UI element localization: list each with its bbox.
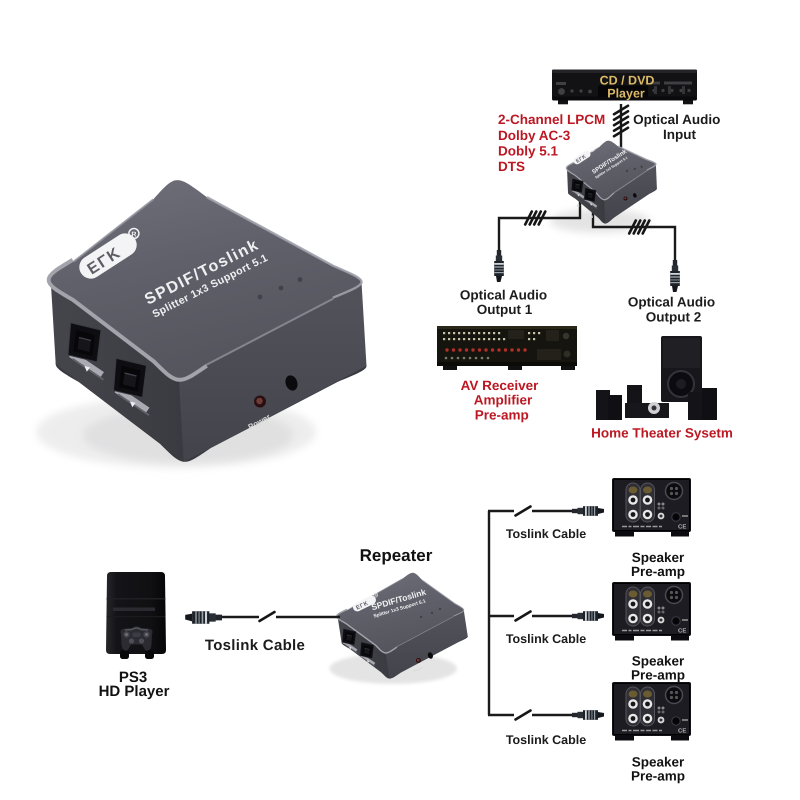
svg-text:Toslink Cable: Toslink Cable [205,637,305,654]
svg-text:AV Receiver: AV Receiver [461,378,540,393]
svg-text:Toslink Cable: Toslink Cable [506,527,586,541]
svg-text:DTS: DTS [498,159,525,174]
svg-text:Pre-amp: Pre-amp [631,564,685,579]
svg-text:Toslink Cable: Toslink Cable [506,632,586,646]
svg-text:2-Channel LPCM: 2-Channel LPCM [498,112,605,127]
svg-text:Home Theater Sysetm: Home Theater Sysetm [591,426,733,441]
svg-text:Optical Audio: Optical Audio [628,295,715,310]
svg-text:Toslink Cable: Toslink Cable [506,733,586,747]
svg-text:Speaker: Speaker [632,550,685,565]
svg-text:CD / DVD: CD / DVD [600,74,655,88]
svg-text:Speaker: Speaker [632,654,685,669]
svg-text:Amplifier: Amplifier [474,393,533,408]
svg-text:Player: Player [607,87,645,101]
svg-text:Optical Audio: Optical Audio [633,112,720,127]
svg-text:Output 2: Output 2 [646,310,702,325]
svg-text:Optical Audio: Optical Audio [460,288,547,303]
svg-text:PS3: PS3 [119,669,147,686]
svg-text:Dobly 5.1: Dobly 5.1 [498,144,559,159]
svg-text:Speaker: Speaker [632,755,685,770]
svg-text:Pre-amp: Pre-amp [631,769,685,784]
svg-text:EΓK: EΓK [575,154,588,165]
svg-text:Repeater: Repeater [360,546,433,565]
svg-text:Output 1: Output 1 [477,302,533,317]
svg-text:Dolby AC-3: Dolby AC-3 [498,128,571,143]
svg-text:Pre-amp: Pre-amp [475,408,529,423]
svg-text:HD Player: HD Player [99,683,170,700]
svg-text:Pre-amp: Pre-amp [631,668,685,683]
svg-text:Input: Input [663,127,696,142]
